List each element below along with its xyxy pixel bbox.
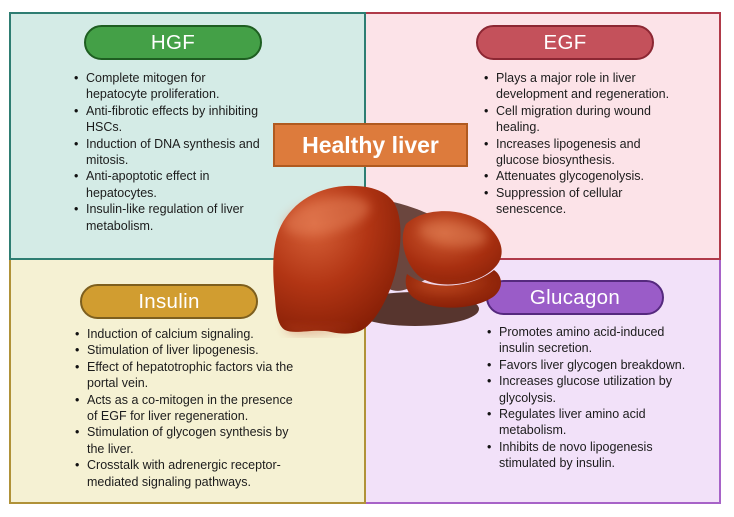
hgf-bullet-list: Complete mitogen for hepatocyte prolifer… (73, 70, 267, 234)
bullet-item: Stimulation of liver lipogenesis. (74, 342, 296, 359)
bullet-item: Favors liver glycogen breakdown. (486, 357, 686, 374)
insulin-pill: Insulin (80, 284, 258, 319)
healthy-liver-label: Healthy liver (273, 123, 468, 167)
glucagon-pill: Glucagon (486, 280, 664, 315)
bullet-item: Suppression of cellular senescence. (483, 185, 677, 218)
hgf-pill: HGF (84, 25, 262, 60)
glucagon-bullet-list: Promotes amino acid-induced insulin secr… (486, 324, 686, 472)
insulin-pill-label: Insulin (138, 289, 200, 313)
bullet-item: Promotes amino acid-induced insulin secr… (486, 324, 686, 357)
liver-illustration (265, 182, 511, 340)
egf-pill: EGF (476, 25, 654, 60)
bullet-item: Induction of calcium signaling. (74, 326, 296, 343)
bullet-item: Plays a major role in liver development … (483, 70, 677, 103)
bullet-item: Increases glucose utilization by glycoly… (486, 373, 686, 406)
bullet-item: Effect of hepatotrophic factors via the … (74, 359, 296, 392)
bullet-item: Increases lipogenesis and glucose biosyn… (483, 136, 677, 169)
bullet-item: Complete mitogen for hepatocyte prolifer… (73, 70, 267, 103)
bullet-item: Stimulation of glycogen synthesis by the… (74, 424, 296, 457)
bullet-item: Anti-apoptotic effect in hepatocytes. (73, 168, 267, 201)
egf-bullet-list: Plays a major role in liver development … (483, 70, 677, 218)
bullet-item: Anti-fibrotic effects by inhibiting HSCs… (73, 103, 267, 136)
egf-pill-label: EGF (543, 30, 587, 54)
bullet-item: Crosstalk with adrenergic receptor-media… (74, 457, 296, 490)
bullet-item: Cell migration during wound healing. (483, 103, 677, 136)
bullet-item: Regulates liver amino acid metabolism. (486, 406, 686, 439)
liver-icon (273, 185, 502, 334)
hgf-pill-label: HGF (150, 30, 196, 54)
bullet-item: Induction of DNA synthesis and mitosis. (73, 136, 267, 169)
bullet-item: Attenuates glycogenolysis. (483, 168, 677, 185)
glucagon-pill-label: Glucagon (529, 285, 621, 309)
insulin-bullet-list: Induction of calcium signaling.Stimulati… (74, 326, 296, 490)
diagram-board: HGF Complete mitogen for hepatocyte prol… (9, 12, 721, 504)
bullet-item: Insulin-like regulation of liver metabol… (73, 201, 267, 234)
bullet-item: Inhibits de novo lipogenesis stimulated … (486, 439, 686, 472)
bullet-item: Acts as a co-mitogen in the presence of … (74, 392, 296, 425)
